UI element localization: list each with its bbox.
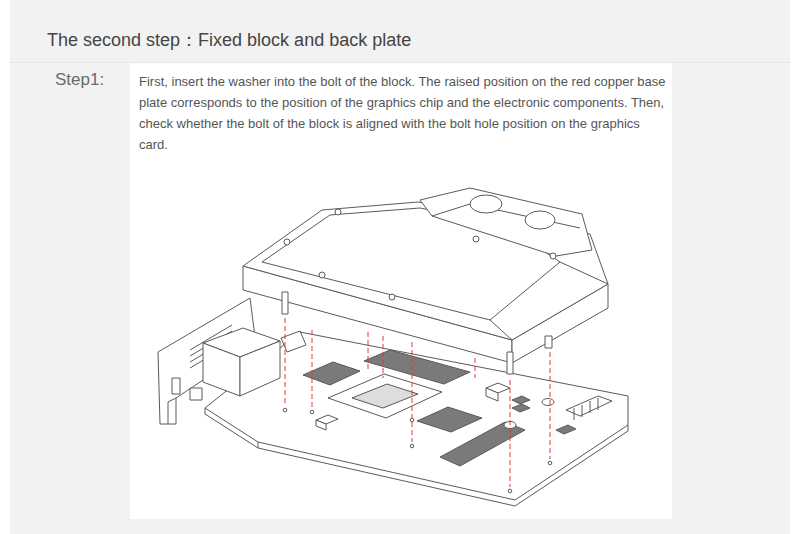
- step-label: Step1:: [55, 70, 104, 90]
- page-title: The second step：Fixed block and back pla…: [47, 28, 411, 52]
- instruction-text: First, insert the washer into the bolt o…: [139, 71, 667, 155]
